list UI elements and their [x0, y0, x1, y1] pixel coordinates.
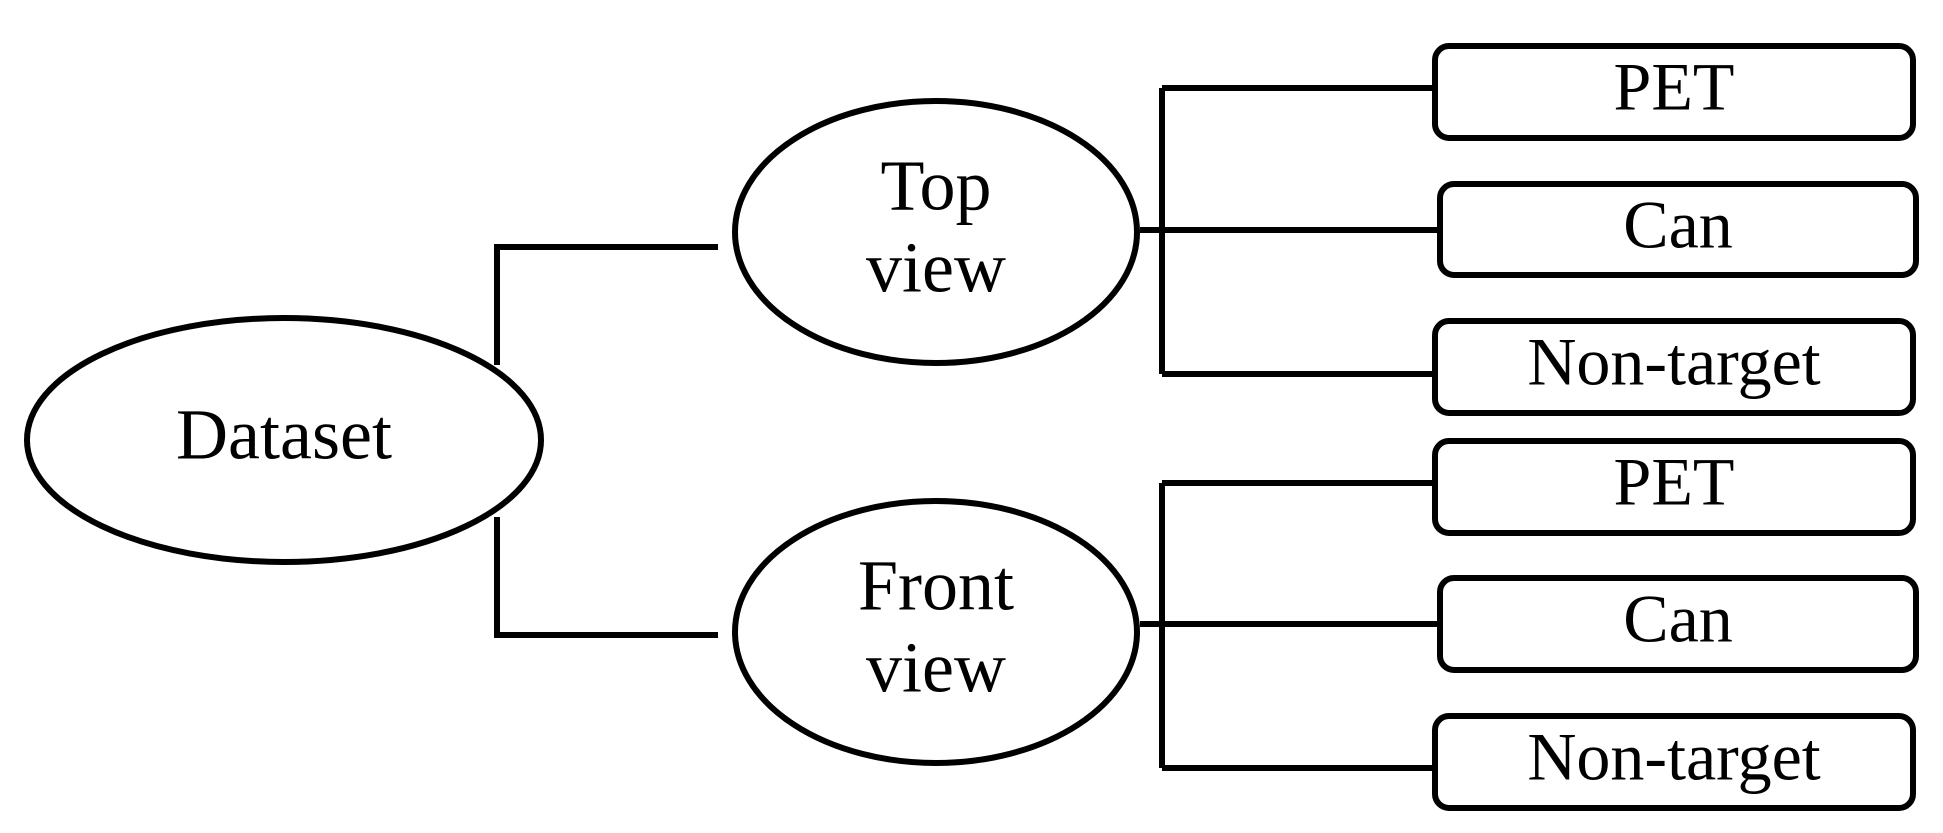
top-view-class-can: Can [1437, 181, 1919, 278]
connector-root-to-top-view [494, 244, 718, 365]
top-view-class-can-label: Can [1623, 187, 1733, 263]
front-view-class-pet: PET [1432, 438, 1916, 536]
front-view-class-pet-label: PET [1614, 444, 1735, 520]
front-view-class-can: Can [1437, 575, 1919, 673]
top-view-class-pet: PET [1432, 43, 1916, 141]
top-view-node: Top view [732, 98, 1140, 366]
top-view-class-pet-label: PET [1614, 49, 1735, 125]
front-view-label-line1: Front [858, 546, 1014, 626]
front-view-class-can-label: Can [1623, 581, 1733, 657]
top-view-label-line1: Top [881, 146, 992, 226]
top-view-class-non-target: Non-target [1432, 318, 1916, 416]
top-view-label-line2: view [866, 228, 1006, 308]
dataset-label: Dataset [176, 395, 392, 475]
front-view-label-line2: view [866, 628, 1006, 708]
front-view-class-non-target-label: Non-target [1527, 719, 1820, 795]
front-view-class-non-target: Non-target [1432, 713, 1916, 811]
front-view-node: Front view [732, 498, 1140, 766]
connector-root-to-front-view [494, 517, 718, 638]
top-view-class-non-target-label: Non-target [1527, 324, 1820, 400]
dataset-node: Dataset [24, 315, 544, 565]
